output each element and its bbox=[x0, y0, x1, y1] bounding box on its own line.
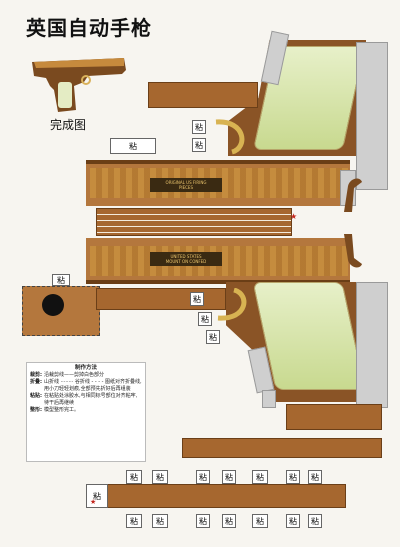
glue-tab-12: 粘 bbox=[222, 470, 236, 484]
glue-tab-5: 粘 bbox=[190, 292, 204, 306]
star-mark: ★ bbox=[90, 498, 97, 506]
glue-tab-22: 粘 bbox=[308, 514, 322, 528]
glue-tab-18: 粘 bbox=[196, 514, 210, 528]
bottom-long-strip bbox=[86, 484, 346, 508]
glue-tab-9: 粘 bbox=[126, 470, 142, 484]
engraving-2: UNITED STATES MOUNT ON CONFED bbox=[150, 252, 222, 266]
instruction-key: 整形: bbox=[30, 407, 42, 413]
instruction-line: 粘贴:在粘贴处涂胶水,与相同标号部位对齐粘牢,待干后再继续 bbox=[30, 393, 142, 407]
lower-hammer bbox=[344, 234, 362, 268]
bottom-left-strip bbox=[182, 438, 382, 458]
pistol-preview-image bbox=[32, 58, 126, 112]
glue-tab-21: 粘 bbox=[286, 514, 300, 528]
upper-trigger-guard bbox=[215, 119, 245, 155]
instruction-line: 整形:模型整形完工。 bbox=[30, 407, 142, 414]
glue-tab-3: 粘 bbox=[192, 138, 206, 152]
glue-tab-6: 粘 bbox=[198, 312, 212, 326]
glue-tab-7: 粘 bbox=[206, 330, 220, 344]
glue-tab-16: 粘 bbox=[126, 514, 142, 528]
instruction-line: 裁剪:沿裁剪线——剪掉白色部分 bbox=[30, 372, 142, 379]
glue-tab-17: 粘 bbox=[152, 514, 168, 528]
instruction-text: 沿裁剪线——剪掉白色部分 bbox=[44, 372, 105, 378]
lower-trigger-guard bbox=[217, 288, 247, 321]
instruction-line: 折叠:山折线 ········ 谷折线 - - - - 图纸对齐折叠线,用小刀轻… bbox=[30, 379, 142, 393]
instruction-key: 粘贴: bbox=[30, 393, 42, 399]
instruction-text: 山折线 ········ 谷折线 - - - - 图纸对齐折叠线,用小刀轻轻划痕… bbox=[44, 379, 142, 392]
instruction-key: 裁剪: bbox=[30, 372, 42, 378]
instruction-text: 模型整形完工。 bbox=[44, 407, 80, 413]
instructions-box: 制作方法 裁剪:沿裁剪线——剪掉白色部分 折叠:山折线 ········ 谷折线… bbox=[26, 362, 146, 462]
upper-strip bbox=[148, 82, 258, 108]
upper-hammer bbox=[344, 178, 362, 212]
glue-tab-14: 粘 bbox=[286, 470, 300, 484]
preview-caption: 完成图 bbox=[50, 118, 87, 132]
bottom-right-strip bbox=[286, 404, 382, 430]
instructions-title: 制作方法 bbox=[74, 365, 97, 371]
lower-tab-flap-2 bbox=[262, 390, 276, 408]
glue-tab-4: 粘 bbox=[52, 274, 70, 286]
glue-tab-2: 粘 bbox=[192, 120, 206, 134]
glue-tab-11: 粘 bbox=[196, 470, 210, 484]
upper-side-flap bbox=[356, 42, 388, 190]
glue-tab-8: 粘 bbox=[86, 484, 108, 508]
lower-strip bbox=[96, 288, 226, 310]
lower-side-flap bbox=[356, 282, 388, 408]
glue-tab-19: 粘 bbox=[222, 514, 236, 528]
middle-strip bbox=[96, 208, 292, 236]
engraving-1: ORIGINAL US FIRING PIECES bbox=[150, 178, 222, 192]
instruction-key: 折叠: bbox=[30, 379, 42, 385]
instruction-text: 在粘贴处涂胶水,与相同标号部位对齐粘牢,待干后再继续 bbox=[44, 393, 138, 406]
page-title: 英国自动手枪 bbox=[26, 16, 152, 40]
glue-tab-1: 粘 bbox=[110, 138, 156, 154]
glue-tab-20: 粘 bbox=[252, 514, 268, 528]
glue-tab-13: 粘 bbox=[252, 470, 268, 484]
glue-tab-15: 粘 bbox=[308, 470, 322, 484]
barrel-hole bbox=[42, 294, 64, 316]
glue-tab-10: 粘 bbox=[152, 470, 168, 484]
star-mark: ★ bbox=[290, 212, 298, 221]
